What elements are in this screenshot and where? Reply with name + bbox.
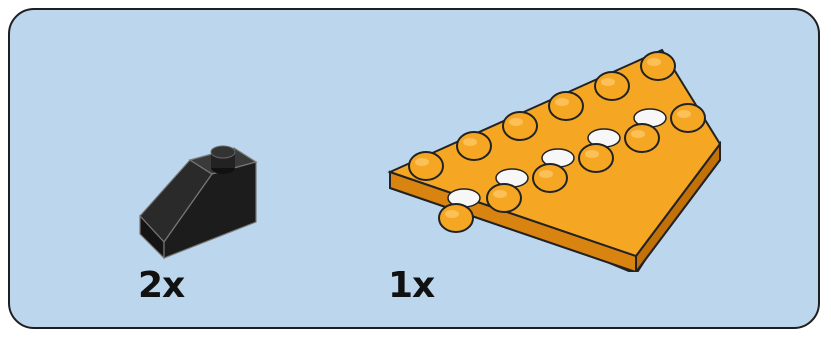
technic-plate-icon <box>387 48 722 272</box>
part-item-slope <box>132 130 262 260</box>
quantity-label-plate: 1x <box>388 265 435 306</box>
parts-panel: 2x <box>8 8 820 329</box>
slope-brick-icon <box>139 145 258 260</box>
quantity-label-slope: 2x <box>138 265 185 306</box>
part-item-plate <box>380 42 740 272</box>
